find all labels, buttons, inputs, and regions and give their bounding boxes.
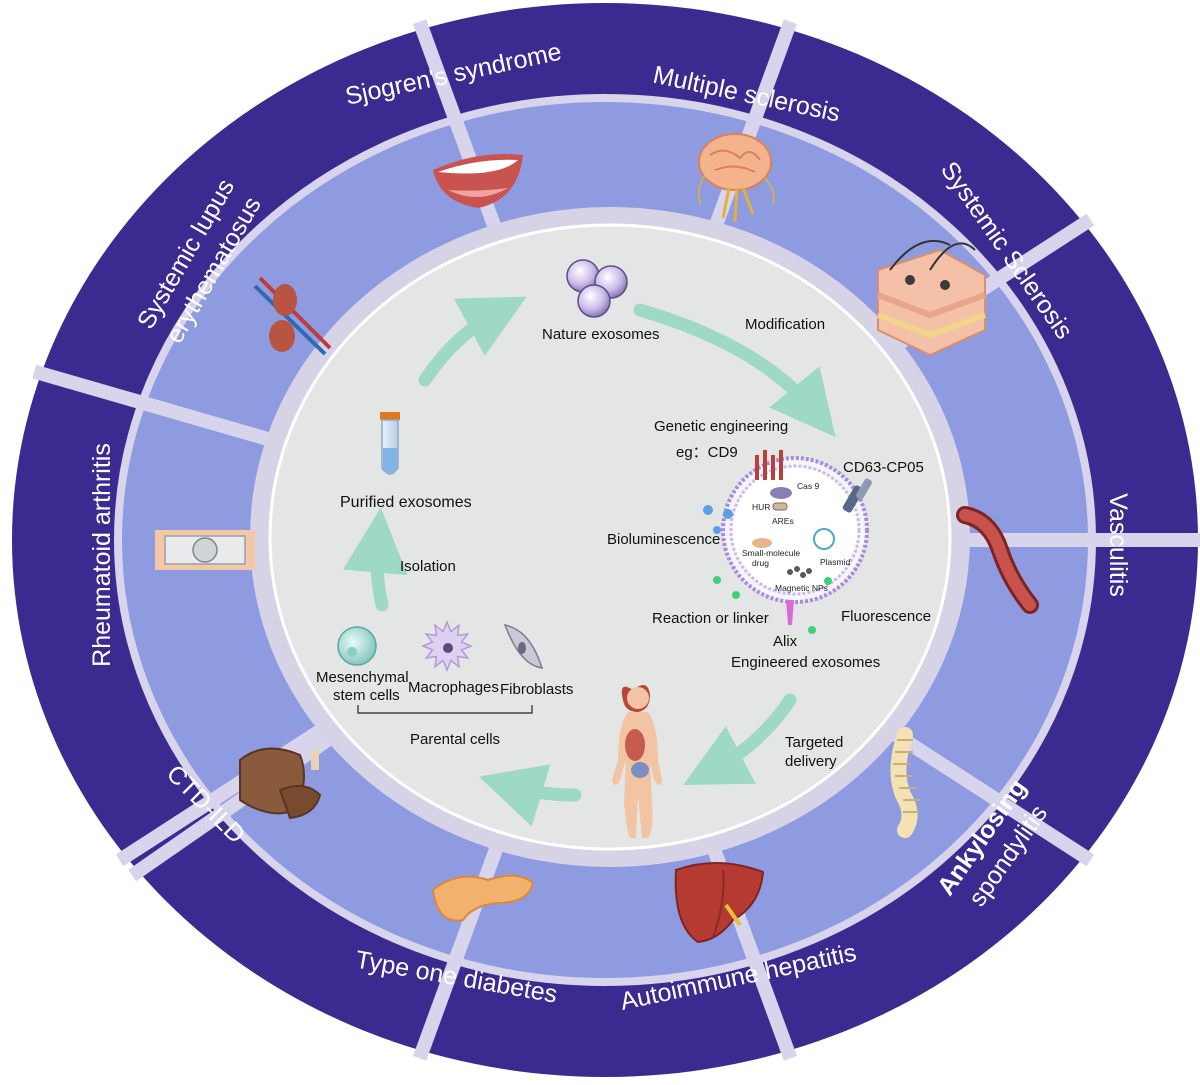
fibroblast-icon <box>503 623 544 669</box>
isolation-label: Isolation <box>400 558 456 575</box>
ares-label: AREs <box>772 516 794 526</box>
drug-label: drug <box>752 558 769 568</box>
msc-icon <box>337 626 377 666</box>
disease-label: Vasculitis <box>1104 493 1132 597</box>
disease-label: Rheumatoid arthritis <box>88 443 116 667</box>
macrophage-icon <box>421 620 473 672</box>
engineered-exosome <box>703 450 872 634</box>
sector-divider <box>32 364 294 453</box>
spine-icon <box>890 727 921 838</box>
cycle-arrows <box>342 296 836 827</box>
small-molecule-label: Small-molecule <box>742 548 800 558</box>
human-figure-icon <box>612 685 662 838</box>
sector-divider <box>128 722 349 882</box>
pancreas-icon <box>431 874 535 922</box>
sector-dividers <box>32 19 1200 1061</box>
hur-label: HUR <box>752 502 770 512</box>
nature-exosomes-icon <box>566 259 628 318</box>
parental-cells <box>337 620 544 714</box>
eg-cd9-label: eg：CD9 <box>676 444 738 461</box>
kidney-icon <box>253 276 332 356</box>
msc-label-2: stem cells <box>333 687 400 704</box>
cas9-icon <box>770 487 792 499</box>
plasmid-icon <box>813 528 835 550</box>
fluorescence-icon <box>713 576 832 634</box>
cycle-labels: Nature exosomes Modification Genetic eng… <box>316 316 931 770</box>
modification-label: Modification <box>745 316 825 333</box>
liver-icon <box>674 862 765 944</box>
cas9-label: Cas 9 <box>797 481 819 491</box>
genetic-engineering-label: Genetic engineering <box>654 418 788 435</box>
parental-cells-label: Parental cells <box>410 731 500 748</box>
cd63-protein-icon <box>842 478 872 513</box>
sector-divider <box>413 827 510 1061</box>
sector-divider <box>115 713 342 867</box>
blood-vessel-icon <box>956 506 1039 614</box>
arrow-modification <box>633 303 836 438</box>
parental-bracket <box>357 705 533 714</box>
engineered-exosomes-label: Engineered exosomes <box>731 654 880 671</box>
brain-icon <box>698 133 775 223</box>
arrow-isolation <box>342 507 408 612</box>
alix-icon <box>786 600 794 625</box>
msc-label-1: Mesenchymal <box>316 669 409 686</box>
cd63-label: CD63-CP05 <box>843 459 924 476</box>
hur-icon <box>772 502 788 511</box>
arrow-to-nature <box>418 296 527 387</box>
skin-icon <box>876 240 987 357</box>
arrow-to-parental <box>478 764 582 827</box>
joint-icon <box>155 530 255 570</box>
plasmid-label: Plasmid <box>820 557 851 567</box>
targeted-label-1: Targeted <box>785 734 843 751</box>
middle-ring-border <box>114 94 1096 986</box>
lung-icon <box>239 747 322 820</box>
purified-exosomes-label: Purified exosomes <box>340 494 472 511</box>
nature-exosomes-label: Nature exosomes <box>542 326 660 343</box>
sector-divider <box>413 19 510 253</box>
mouth-icon <box>433 154 523 208</box>
magnetic-nps-label: Magnetic NPs <box>775 583 828 593</box>
reaction-linker-label: Reaction or linker <box>652 610 769 627</box>
alix-label: Alix <box>773 633 798 650</box>
arrow-targeted <box>683 693 797 786</box>
disease-icons <box>155 133 1039 944</box>
drug-icon <box>752 538 772 548</box>
fibroblasts-label: Fibroblasts <box>500 681 573 698</box>
magnetic-nps-icon <box>787 566 812 578</box>
macrophages-label: Macrophages <box>408 679 499 696</box>
fluorescence-label: Fluorescence <box>841 608 931 625</box>
cd9-protein-icon <box>755 450 783 480</box>
bioluminescence-label: Bioluminescence <box>607 531 720 548</box>
tube-icon <box>380 412 400 475</box>
targeted-label-2: delivery <box>785 753 837 770</box>
bioluminescence-icon <box>703 505 733 534</box>
